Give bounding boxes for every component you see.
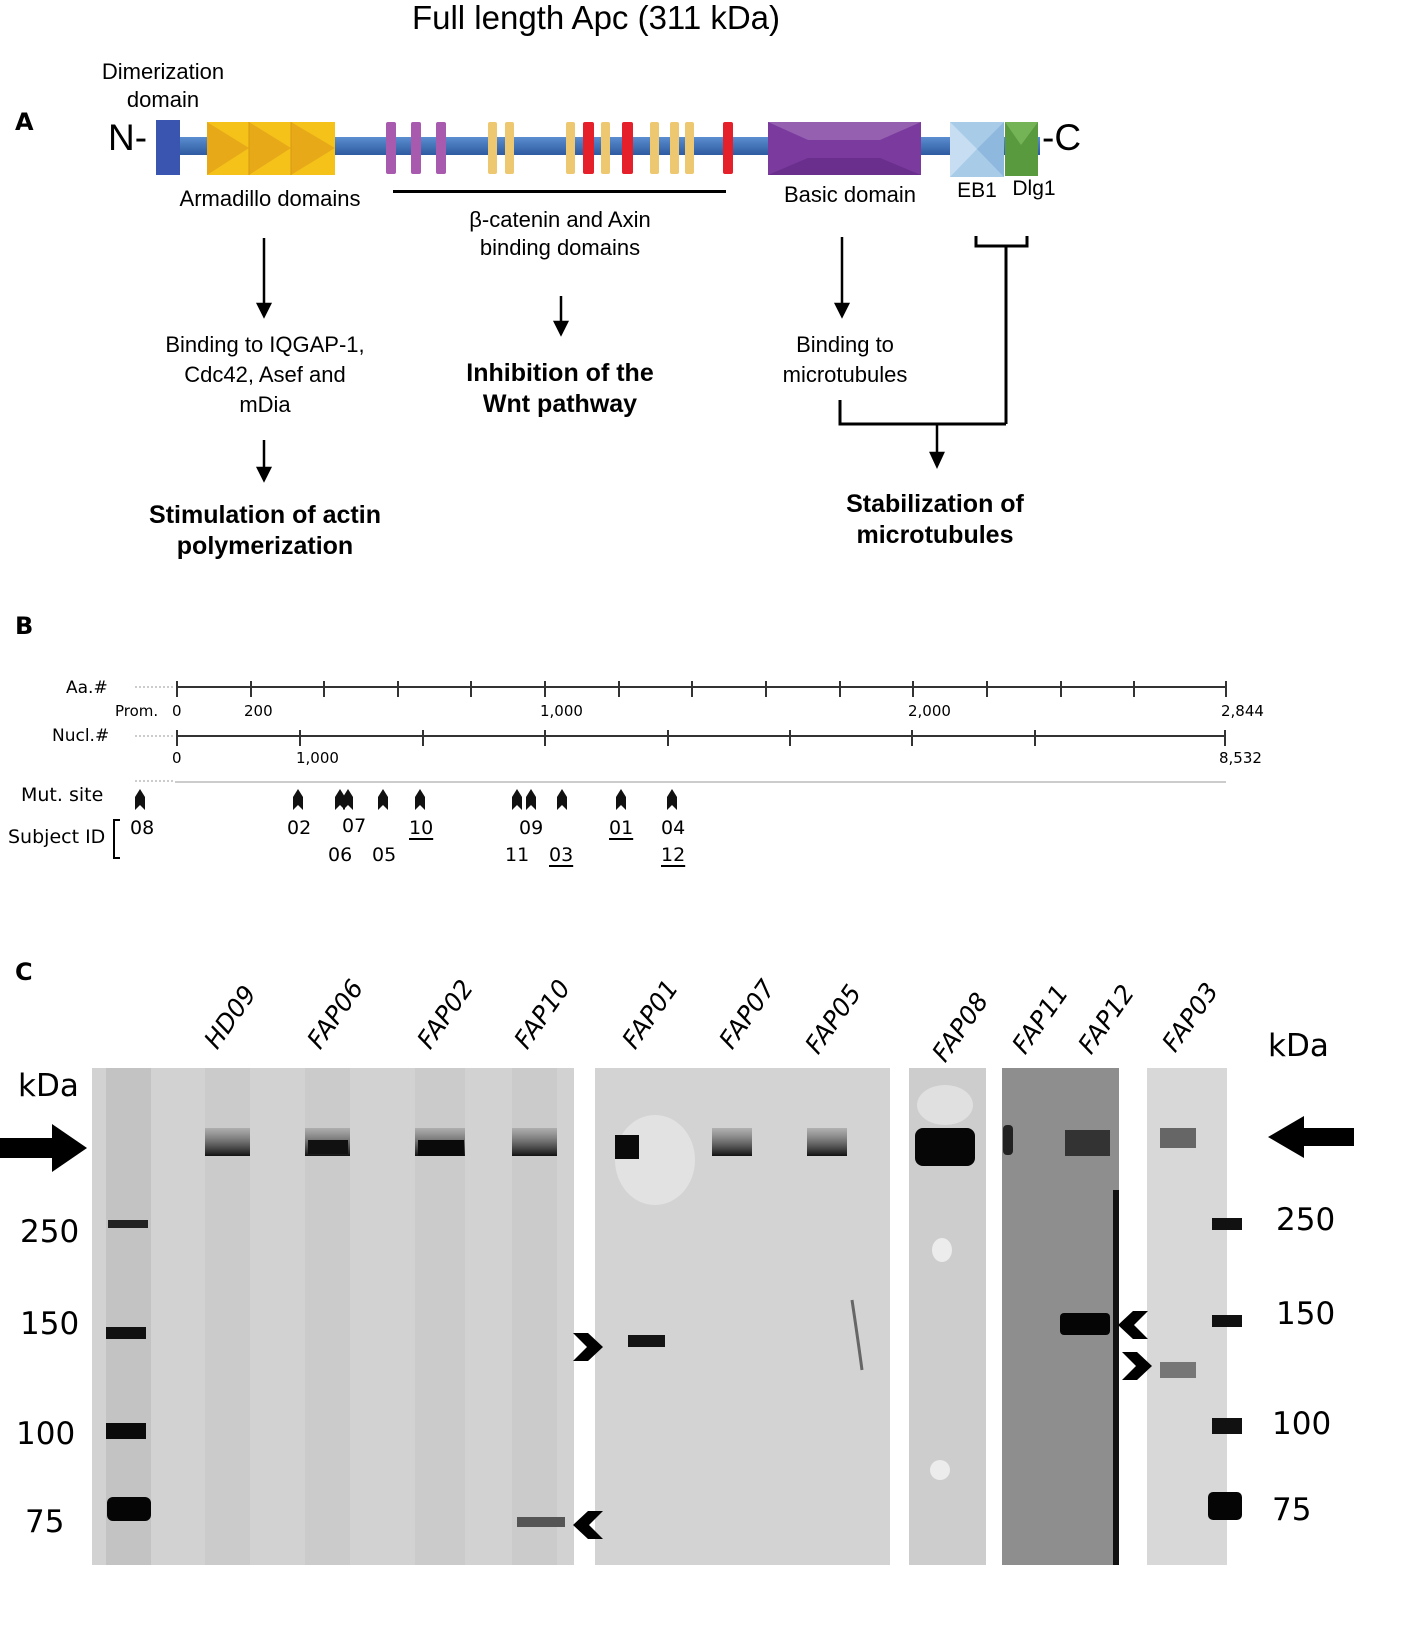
mut-site-label: Mut. site [21, 784, 104, 806]
subject-id: 04 [661, 817, 686, 839]
basic-domain [768, 122, 921, 175]
microtubule-stabilization-text: Stabilization of microtubules [846, 490, 1024, 549]
full-length-arrow-right [1268, 1116, 1354, 1158]
eb1-label: EB1 [957, 179, 997, 202]
aa-tick-2844: 2,844 [1221, 702, 1264, 720]
marker-150-right: 150 [1276, 1296, 1336, 1332]
kda-label-left: kDa [18, 1068, 79, 1104]
c-terminus-label: -C [1042, 117, 1082, 158]
subject-id: 02 [287, 817, 312, 839]
marker-75-right: 75 [1272, 1492, 1312, 1528]
n-terminus-label: N- [108, 117, 148, 158]
marker-250-left: 250 [20, 1214, 80, 1250]
prom-label: Prom. [115, 702, 159, 720]
basic-domain-label: Basic domain [783, 182, 917, 207]
figure-title: Full length Apc (311 kDa) [411, 0, 781, 36]
subject-id: 06 [328, 844, 353, 866]
truncation-chevron-left [573, 1511, 603, 1539]
armadillo-binding-text: Binding to IQGAP-1, Cdc42, Asef and mDia [165, 332, 365, 417]
aa-tick-0: 0 [172, 702, 182, 720]
blot-panel-5 [1147, 1068, 1242, 1565]
mutation-markers [135, 789, 677, 810]
armadillo-label: Armadillo domains [179, 186, 361, 211]
armadillo-domain [207, 122, 335, 175]
kda-label-right: kDa [1268, 1028, 1329, 1064]
protein-domain-diagram [156, 120, 1040, 483]
subject-id: 10 [409, 817, 434, 839]
nucl-tick-0: 0 [172, 749, 182, 767]
aa-tick-200: 200 [244, 702, 273, 720]
subject-id: 05 [372, 844, 397, 866]
marker-250-right: 250 [1276, 1202, 1336, 1238]
beta-catenin-label: β-catenin and Axin binding domains [469, 207, 651, 260]
marker-75-left: 75 [25, 1504, 65, 1540]
dlg1-label: Dlg1 [1012, 177, 1056, 200]
wnt-inhibition-text: Inhibition of the Wnt pathway [466, 359, 654, 418]
nucl-row-label: Nucl.# [52, 726, 110, 746]
marker-100-left: 100 [16, 1416, 76, 1452]
full-length-arrow-left [0, 1124, 87, 1172]
subject-id: 09 [519, 817, 544, 839]
subject-id: 11 [505, 844, 530, 866]
marker-100-right: 100 [1272, 1406, 1332, 1442]
subject-id: 01 [609, 817, 634, 839]
truncation-chevron-right [573, 1333, 603, 1361]
actin-polymerization-text: Stimulation of actin polymerization [149, 501, 381, 560]
beta-catenin-repeats [386, 122, 733, 174]
truncation-chevron-right [1122, 1352, 1152, 1380]
beta-catenin-bracket [393, 190, 726, 193]
panel-b-label: B [15, 612, 34, 640]
mutation-map [113, 681, 1227, 859]
nucl-tick-8532: 8,532 [1219, 749, 1262, 767]
eb1-domain [950, 122, 1004, 177]
subject-id: 08 [130, 817, 155, 839]
aa-tick-1000: 1,000 [540, 702, 583, 720]
blot-panel-4 [1002, 1068, 1119, 1565]
aa-tick-2000: 2,000 [908, 702, 951, 720]
subject-id: 12 [661, 844, 686, 866]
aa-row-label: Aa.# [66, 678, 108, 698]
subject-id: 03 [549, 844, 574, 866]
marker-150-left: 150 [20, 1306, 80, 1342]
dimerization-label: Dimerization domain [101, 59, 225, 112]
panel-c-label: C [15, 958, 33, 986]
panel-a-label: A [15, 108, 34, 136]
blot-panel-3 [909, 1068, 986, 1565]
subject-id: 07 [342, 815, 367, 837]
nucl-tick-1000: 1,000 [296, 749, 339, 767]
blot-panel-2 [595, 1068, 890, 1565]
truncation-chevron-left [1118, 1311, 1148, 1339]
dlg1-domain [1005, 122, 1038, 176]
microtubule-binding-text: Binding to microtubules [782, 332, 908, 387]
subject-id-label: Subject ID [8, 826, 106, 848]
flow-arrows [255, 236, 1029, 483]
dimerization-domain [156, 120, 180, 175]
blot-panel-1 [92, 1068, 574, 1565]
